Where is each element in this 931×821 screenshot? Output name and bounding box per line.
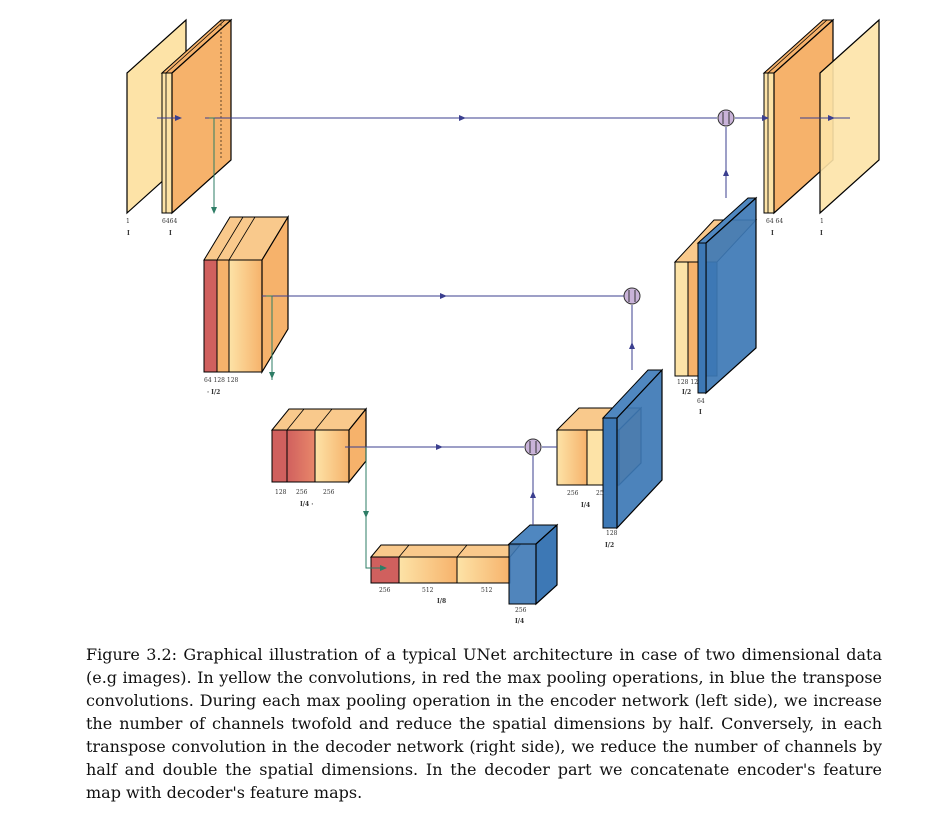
enc3-resolution-label: I/4 · (300, 501, 313, 508)
dec3-resolution-label: I/4 (581, 502, 590, 509)
enc1-channels-label: 6464 (162, 218, 177, 225)
input-channels-label: 1 (126, 218, 130, 225)
dec1-channels-label: 64 64 (766, 218, 783, 225)
bottleneck-channel-label-2: 512 (422, 587, 434, 594)
dec3-channel-label-2: 25 (596, 490, 604, 497)
unet-diagram: 1 I 6464 I 64 128 128 · I/2 128 256 256 … (126, 18, 880, 625)
output-block (819, 18, 880, 215)
up3-channels-label: 128 (606, 530, 618, 537)
encoder-level3-block (270, 407, 368, 484)
downsample-arrows (209, 117, 387, 571)
concat-node-level1 (717, 109, 735, 127)
enc3-channel-label-2: 256 (296, 489, 308, 496)
enc2-resolution-label: · I/2 (207, 389, 220, 396)
output-channels-label: 1 (820, 218, 824, 225)
up3-resolution-label: I/2 (605, 542, 614, 549)
figure-caption: Figure 3.2: Graphical illustration of a … (86, 645, 882, 802)
up2-resolution-label: I (699, 409, 702, 416)
transpose-conv-level1 (696, 196, 758, 395)
dec2-resolution-label: I/2 (682, 389, 691, 396)
input-resolution-label: I (127, 230, 130, 237)
bottleneck-resolution-label: I/8 (437, 598, 446, 605)
dec3-channel-label-1: 256 (567, 490, 579, 497)
encoder-level2-block (203, 214, 289, 375)
concat-node-level2 (623, 287, 641, 305)
bottleneck-channel-label-1: 256 (379, 587, 391, 594)
output-resolution-label: I (820, 230, 823, 237)
bottleneck-block (369, 544, 522, 584)
enc1-resolution-label: I (169, 230, 172, 237)
enc3-channel-label-3: 256 (323, 489, 335, 496)
enc3-channel-label-1: 128 (275, 489, 287, 496)
enc2-channels-label: 64 128 128 (204, 377, 239, 384)
encoder-level1-block (160, 18, 233, 215)
concat-node-level3 (524, 438, 542, 456)
up2-channels-label: 64 (697, 398, 705, 405)
dec1-resolution-label: I (771, 230, 774, 237)
dec2-channels-label: 128 12 (677, 379, 698, 386)
bottleneck-channel-label-3: 512 (481, 587, 493, 594)
up4-resolution-label: I/4 (515, 618, 524, 625)
up4-channels-label: 256 (515, 607, 527, 614)
transpose-conv-level3 (507, 523, 559, 606)
transpose-conv-level2 (601, 368, 664, 530)
upsample-arrows (530, 127, 729, 525)
